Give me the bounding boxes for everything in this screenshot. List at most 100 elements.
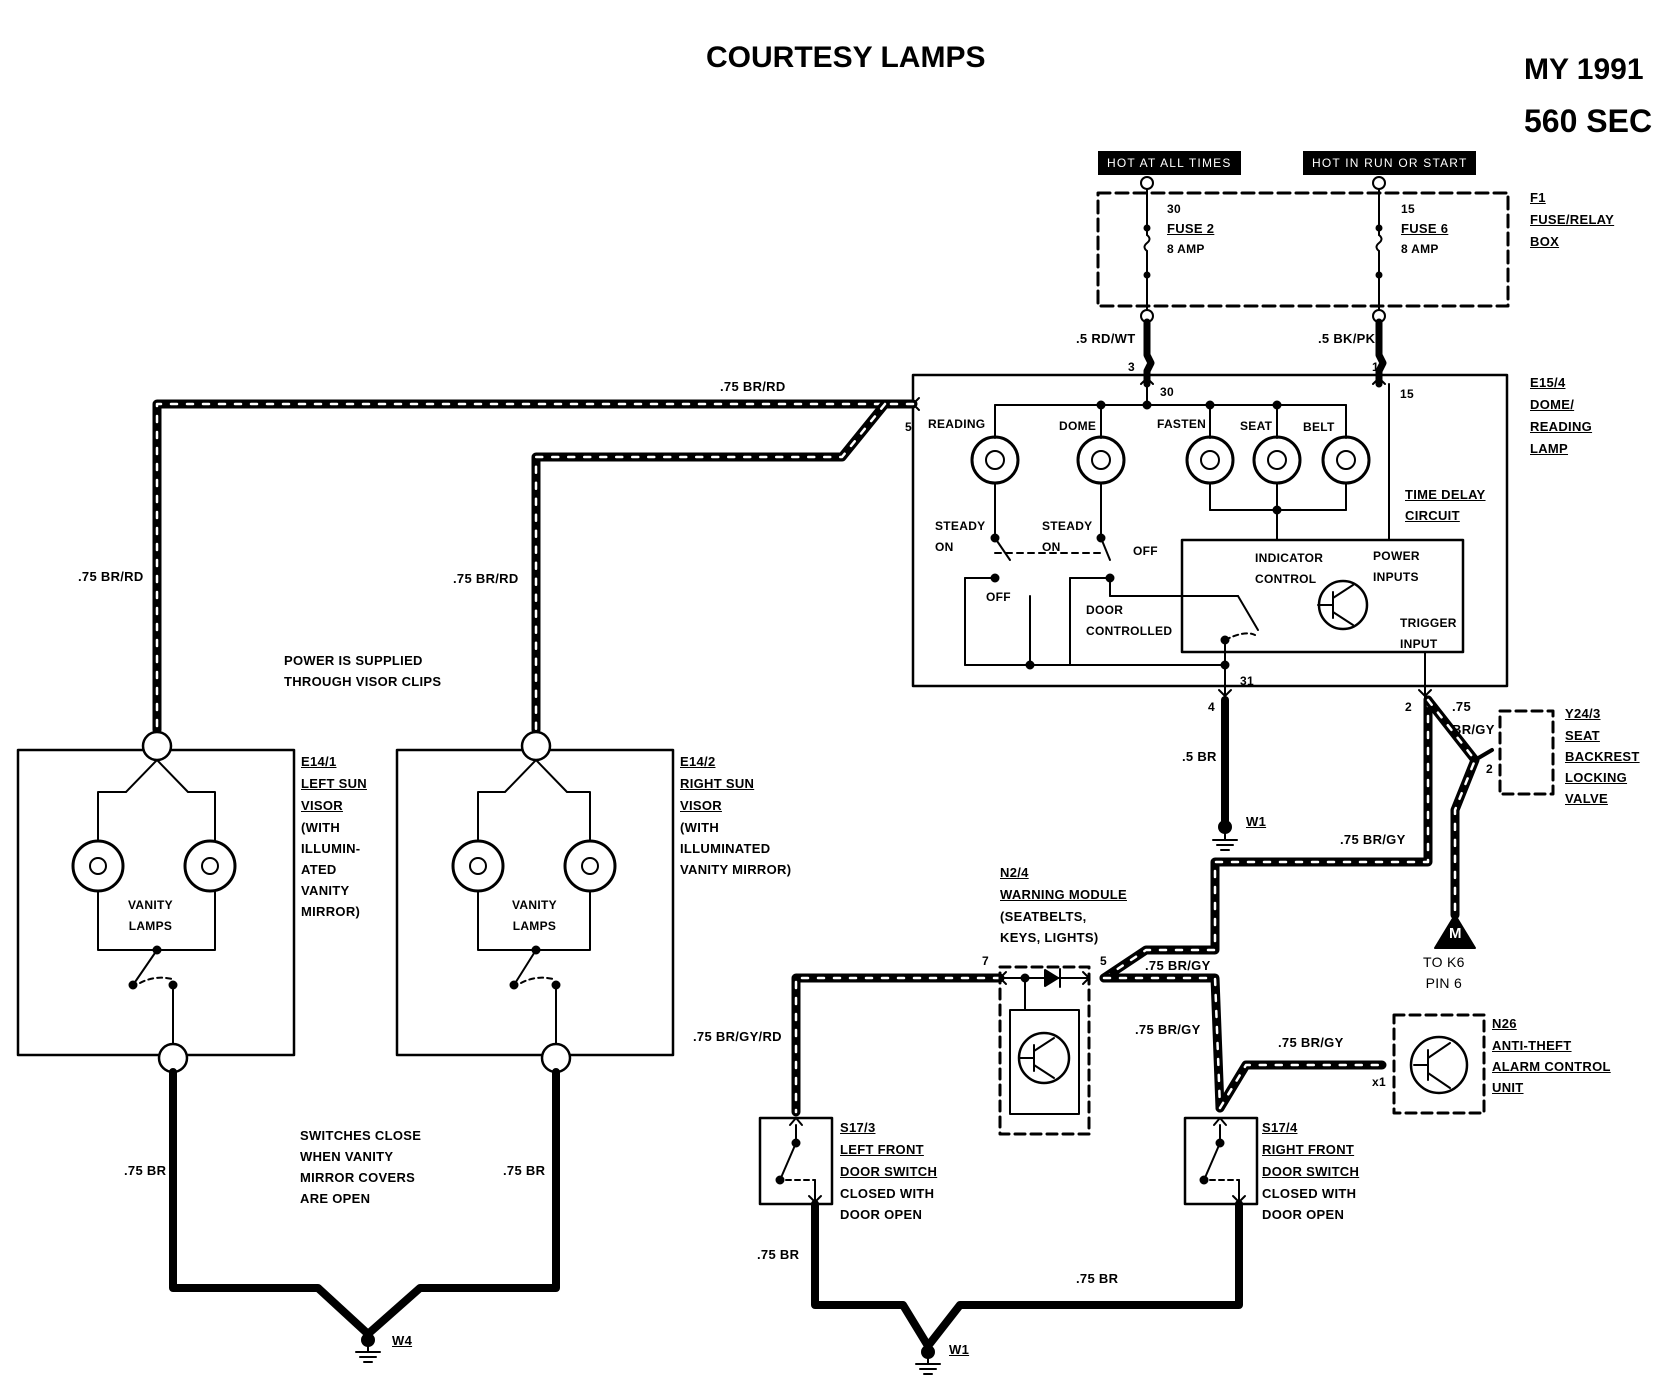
dome-terminal-15: 15 bbox=[1400, 387, 1414, 401]
switches-close-note: SWITCHES CLOSE WHEN VANITY MIRROR COVERS… bbox=[300, 1128, 422, 1206]
fuse-6-name: FUSE 6 bbox=[1401, 221, 1449, 236]
fuse-6-rating: 8 AMP bbox=[1401, 242, 1439, 256]
right-visor-name-2: VISOR bbox=[680, 798, 722, 813]
dome-pin-4: 4 bbox=[1208, 700, 1215, 714]
dome-pin-1: 1 bbox=[1372, 360, 1379, 374]
wire-label-br-gy-rd: .75 BR/GY/RD bbox=[693, 1029, 782, 1044]
ground-w1-door-icon bbox=[915, 1345, 941, 1375]
dome-terminal-31: 31 bbox=[1240, 674, 1254, 688]
time-delay-label: TIME DELAY CIRCUIT bbox=[1405, 487, 1486, 523]
wire-label-door-bottom-br: .75 BR bbox=[1076, 1271, 1119, 1286]
wire-label-05-br: .5 BR bbox=[1182, 749, 1217, 764]
fuse-box-name-2: BOX bbox=[1530, 234, 1560, 249]
reading-lamp-icon bbox=[970, 435, 1020, 485]
right-vanity-lamps-label: VANITY LAMPS bbox=[512, 898, 557, 933]
right-door-switch-ref: S17/4 bbox=[1262, 1120, 1298, 1135]
right-vanity-lamp-1-icon bbox=[451, 839, 505, 893]
wire-br-gy bbox=[791, 695, 1494, 1117]
fuse-2-name: FUSE 2 bbox=[1167, 221, 1215, 236]
seat-valve-ref: Y24/3 bbox=[1565, 706, 1601, 721]
ground-w1-dome-label: W1 bbox=[1246, 814, 1267, 829]
left-vanity-lamps-label: VANITY LAMPS bbox=[128, 898, 173, 933]
belt-label: BELT bbox=[1303, 420, 1335, 434]
wire-br-rd bbox=[152, 399, 918, 735]
wire-label-br-rd-left: .75 BR/RD bbox=[78, 569, 144, 584]
off-label-1: OFF bbox=[986, 590, 1011, 604]
left-visor-name-1: LEFT SUN bbox=[301, 776, 367, 791]
connector-m-icon bbox=[1434, 914, 1476, 949]
dome-reading-lamp-box bbox=[911, 373, 1509, 688]
warning-module-pin-7: 7 bbox=[982, 954, 989, 968]
reading-label: READING bbox=[928, 417, 986, 431]
seat-label: SEAT bbox=[1240, 419, 1273, 433]
belt-lamp-3-icon bbox=[1321, 435, 1371, 485]
ground-w4-icon bbox=[355, 1333, 381, 1363]
seat-valve-name: SEAT BACKREST LOCKING VALVE bbox=[1565, 728, 1640, 806]
right-visor-ref: E14/2 bbox=[680, 754, 716, 769]
diode-icon bbox=[1044, 969, 1059, 987]
trigger-input-label: TRIGGER INPUT bbox=[1400, 616, 1457, 651]
wire-label-br-rd-right: .75 BR/RD bbox=[453, 571, 519, 586]
warning-module-ref: N2/4 bbox=[1000, 865, 1029, 880]
dome-pin-5: 5 bbox=[905, 420, 912, 434]
model-name: 560 SEC bbox=[1524, 103, 1653, 139]
warning-module-box bbox=[998, 965, 1091, 1136]
visor-power-note: POWER IS SUPPLIED THROUGH VISOR CLIPS bbox=[284, 653, 442, 689]
left-visor-name-2: VISOR bbox=[301, 798, 343, 813]
wire-label-rd-wt: .5 RD/WT bbox=[1076, 331, 1136, 346]
belt-lamp-2-icon bbox=[1252, 435, 1302, 485]
ground-w1-door-label: W1 bbox=[949, 1342, 970, 1357]
dome-pin-2: 2 bbox=[1405, 700, 1412, 714]
right-vanity-lamp-2-icon bbox=[563, 839, 617, 893]
seat-valve-pin: 2 bbox=[1486, 762, 1493, 776]
fuse-box-ref: F1 bbox=[1530, 190, 1546, 205]
time-delay-circuit-box bbox=[1180, 538, 1465, 654]
page-title: COURTESY LAMPS bbox=[706, 41, 986, 74]
alarm-unit-pin: x1 bbox=[1372, 1075, 1386, 1089]
connector-m-label: M bbox=[1449, 925, 1462, 942]
fuse-2-terminal: 30 bbox=[1167, 202, 1181, 216]
right-visor-name-1: RIGHT SUN bbox=[680, 776, 755, 791]
fuse-6-terminal: 15 bbox=[1401, 202, 1415, 216]
left-door-switch-name-2: DOOR SWITCH bbox=[840, 1164, 938, 1179]
wire-label-br-gy-alarm: .75 BR/GY bbox=[1278, 1035, 1344, 1050]
alarm-unit-ref: N26 bbox=[1492, 1016, 1517, 1031]
warning-module-pin-5: 5 bbox=[1100, 954, 1107, 968]
wire-label-br-gy-075: .75 bbox=[1452, 699, 1471, 714]
wire-label-br-gy-mid: .75 BR/GY bbox=[1340, 832, 1406, 847]
ground-w4-label: W4 bbox=[392, 1333, 413, 1348]
dome-lamp-ref: E15/4 bbox=[1530, 375, 1566, 390]
wire-label-br-gy-rdoor: .75 BR/GY bbox=[1135, 1022, 1201, 1037]
dome-lamp-name-1: DOME/ bbox=[1530, 397, 1575, 412]
right-door-switch-name-1: RIGHT FRONT bbox=[1262, 1142, 1355, 1157]
fuse-2 bbox=[1140, 176, 1154, 323]
alarm-unit-name: ANTI-THEFT ALARM CONTROL UNIT bbox=[1492, 1038, 1611, 1095]
left-visor-desc: (WITH ILLUMIN- ATED VANITY MIRROR) bbox=[301, 820, 361, 919]
left-door-switch-name-1: LEFT FRONT bbox=[840, 1142, 924, 1157]
left-vanity-lamp-2-icon bbox=[183, 839, 237, 893]
fuse-relay-box bbox=[1096, 191, 1510, 308]
wire-label-br-gy-top: BR/GY bbox=[1452, 722, 1495, 737]
fasten-label: FASTEN bbox=[1157, 417, 1207, 431]
dome-lamp-name-2: READING bbox=[1530, 419, 1593, 434]
ground-w1-dome-icon bbox=[1212, 820, 1238, 851]
hot-at-all-times-tag: HOT AT ALL TIMES bbox=[1098, 151, 1241, 175]
left-door-switch-desc: CLOSED WITH DOOR OPEN bbox=[840, 1186, 935, 1222]
wire-label-br-rd-top: .75 BR/RD bbox=[720, 379, 786, 394]
indicator-control-label: INDICATOR CONTROL bbox=[1255, 551, 1324, 586]
hot-in-run-or-start-tag: HOT IN RUN OR START bbox=[1303, 151, 1477, 175]
wire-label-right-visor-br: .75 BR bbox=[503, 1163, 546, 1178]
wire-label-br-gy-wm: .75 BR/GY bbox=[1145, 958, 1211, 973]
warning-module-name: WARNING MODULE bbox=[1000, 887, 1127, 902]
left-visor-ref: E14/1 bbox=[301, 754, 337, 769]
right-door-switch-desc: CLOSED WITH DOOR OPEN bbox=[1262, 1186, 1357, 1222]
dome-lamp-name-3: LAMP bbox=[1530, 441, 1569, 456]
wire-label-left-door-br: .75 BR bbox=[757, 1247, 800, 1262]
dome-pin-3: 3 bbox=[1128, 360, 1135, 374]
wire-label-left-visor-br: .75 BR bbox=[124, 1163, 167, 1178]
steady-on-label-1: STEADY ON bbox=[935, 519, 986, 554]
door-controlled-label: DOOR CONTROLLED bbox=[1086, 603, 1173, 638]
steady-on-label-2: STEADY ON bbox=[1042, 519, 1093, 554]
alarm-unit-box bbox=[1392, 1013, 1486, 1115]
